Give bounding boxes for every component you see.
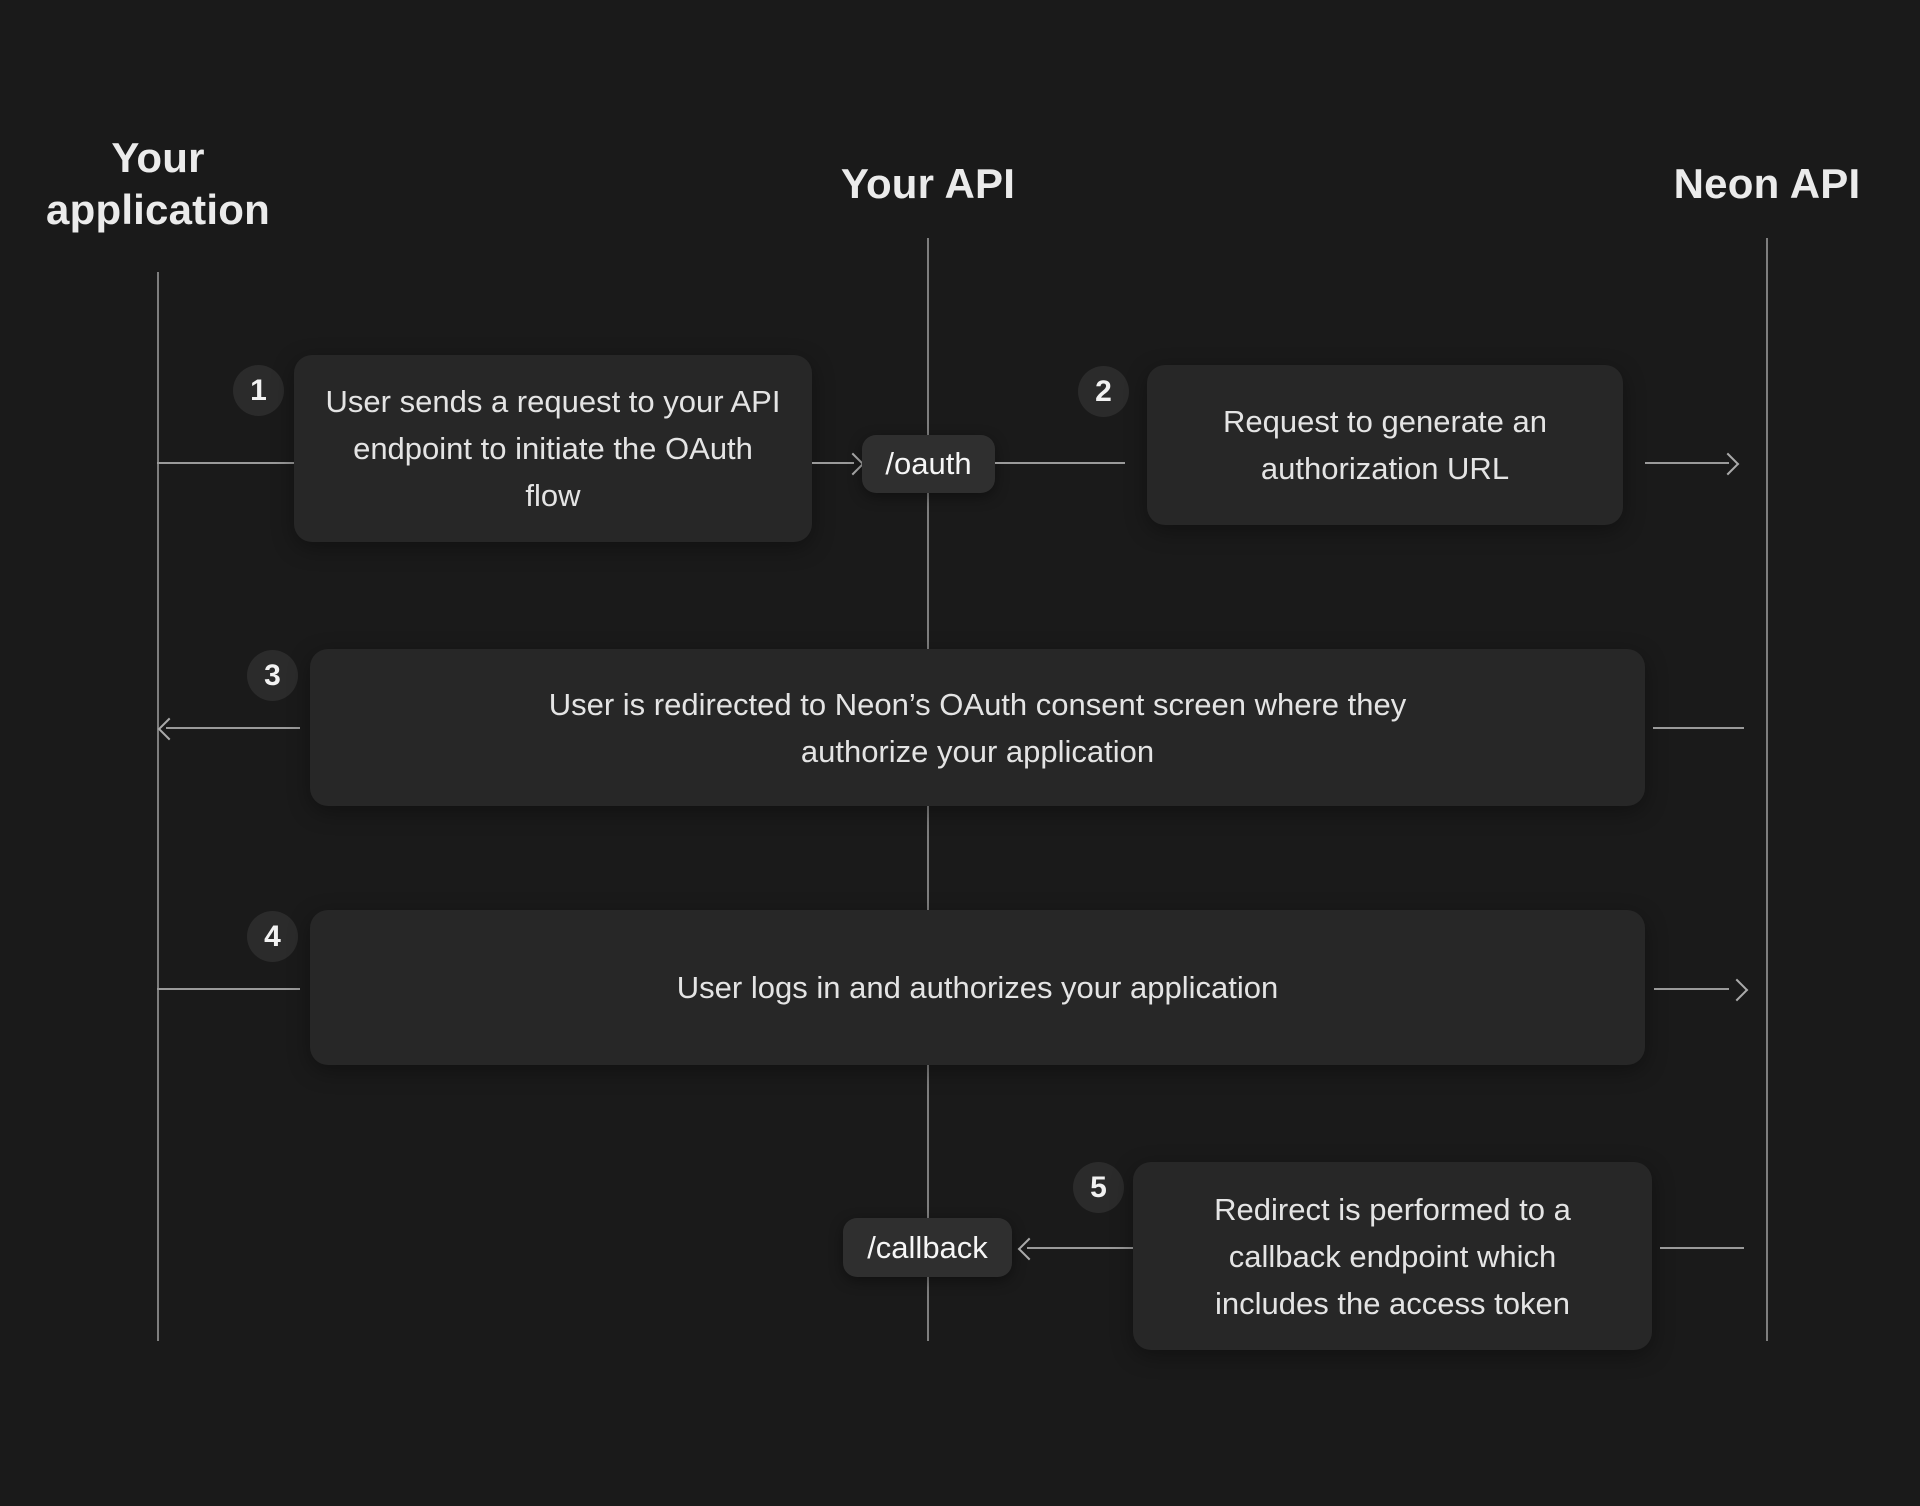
arrow-left-icon xyxy=(157,717,181,741)
arrow-left-icon xyxy=(1017,1237,1041,1261)
connector-step3-right xyxy=(1653,727,1744,729)
step-3-badge: 3 xyxy=(247,650,298,701)
step-5-text: Redirect is performed to a callback endp… xyxy=(1214,1191,1571,1321)
step-2-text: Request to generate an authorization URL xyxy=(1222,404,1548,486)
step-1-text: User sends a request to your API endpoin… xyxy=(325,384,781,513)
step-5-box: Redirect is performed to a callback endp… xyxy=(1133,1162,1652,1350)
connector-step4-right xyxy=(1654,988,1729,990)
actor-label-your-application: Your application xyxy=(46,134,270,233)
actor-label-your-api: Your API xyxy=(840,160,1016,207)
step-2-box: Request to generate an authorization URL xyxy=(1147,365,1623,525)
oauth-endpoint-label: /oauth xyxy=(885,446,972,481)
connector-step1-to-oauth xyxy=(812,462,854,464)
step-4-badge: 4 xyxy=(247,911,298,962)
oauth-endpoint-pill: /oauth xyxy=(862,435,995,493)
step-3-text: User is redirected to Neon’s OAuth conse… xyxy=(548,686,1407,769)
arrow-right-icon xyxy=(1716,452,1740,476)
step-3-box: User is redirected to Neon’s OAuth conse… xyxy=(310,649,1645,806)
connector-step2-to-neon xyxy=(1645,462,1729,464)
connector-step3-left xyxy=(166,727,300,729)
connector-step1-left xyxy=(157,462,294,464)
lifeline-your-application xyxy=(157,272,159,1341)
step-1-box: User sends a request to your API endpoin… xyxy=(294,355,812,542)
step-4-text: User logs in and authorizes your applica… xyxy=(676,970,1279,1005)
step-2-badge: 2 xyxy=(1078,366,1129,417)
step-4-box: User logs in and authorizes your applica… xyxy=(310,910,1645,1065)
arrow-right-icon xyxy=(841,452,865,476)
connector-oauth-to-step2 xyxy=(995,462,1125,464)
arrow-right-icon xyxy=(1725,978,1749,1002)
callback-endpoint-label: /callback xyxy=(867,1229,988,1265)
actor-label-neon-api: Neon API xyxy=(1673,160,1861,207)
connector-step5-to-callback xyxy=(1027,1247,1133,1249)
connector-step5-right xyxy=(1660,1247,1744,1249)
lifeline-neon-api xyxy=(1766,238,1768,1341)
callback-endpoint-pill: /callback xyxy=(843,1218,1012,1277)
connector-step4-left xyxy=(157,988,300,990)
step-1-badge: 1 xyxy=(233,365,284,416)
step-5-badge: 5 xyxy=(1073,1162,1124,1213)
